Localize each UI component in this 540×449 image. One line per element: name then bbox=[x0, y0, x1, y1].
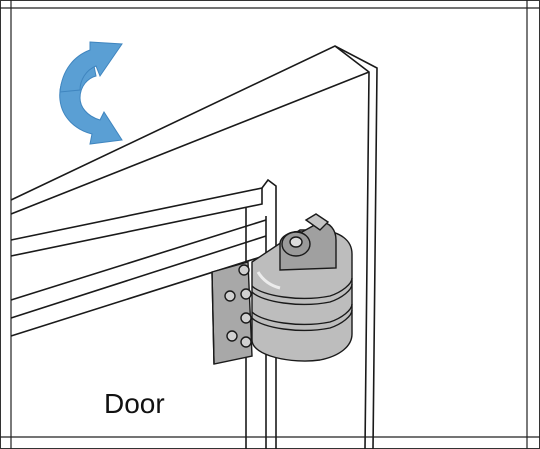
hinge bbox=[211, 213, 353, 365]
door-frame bbox=[10, 45, 378, 449]
hinge-bolts bbox=[224, 264, 252, 348]
door-label: Door bbox=[104, 388, 165, 419]
rotate-counterclockwise-icon bbox=[59, 41, 123, 145]
